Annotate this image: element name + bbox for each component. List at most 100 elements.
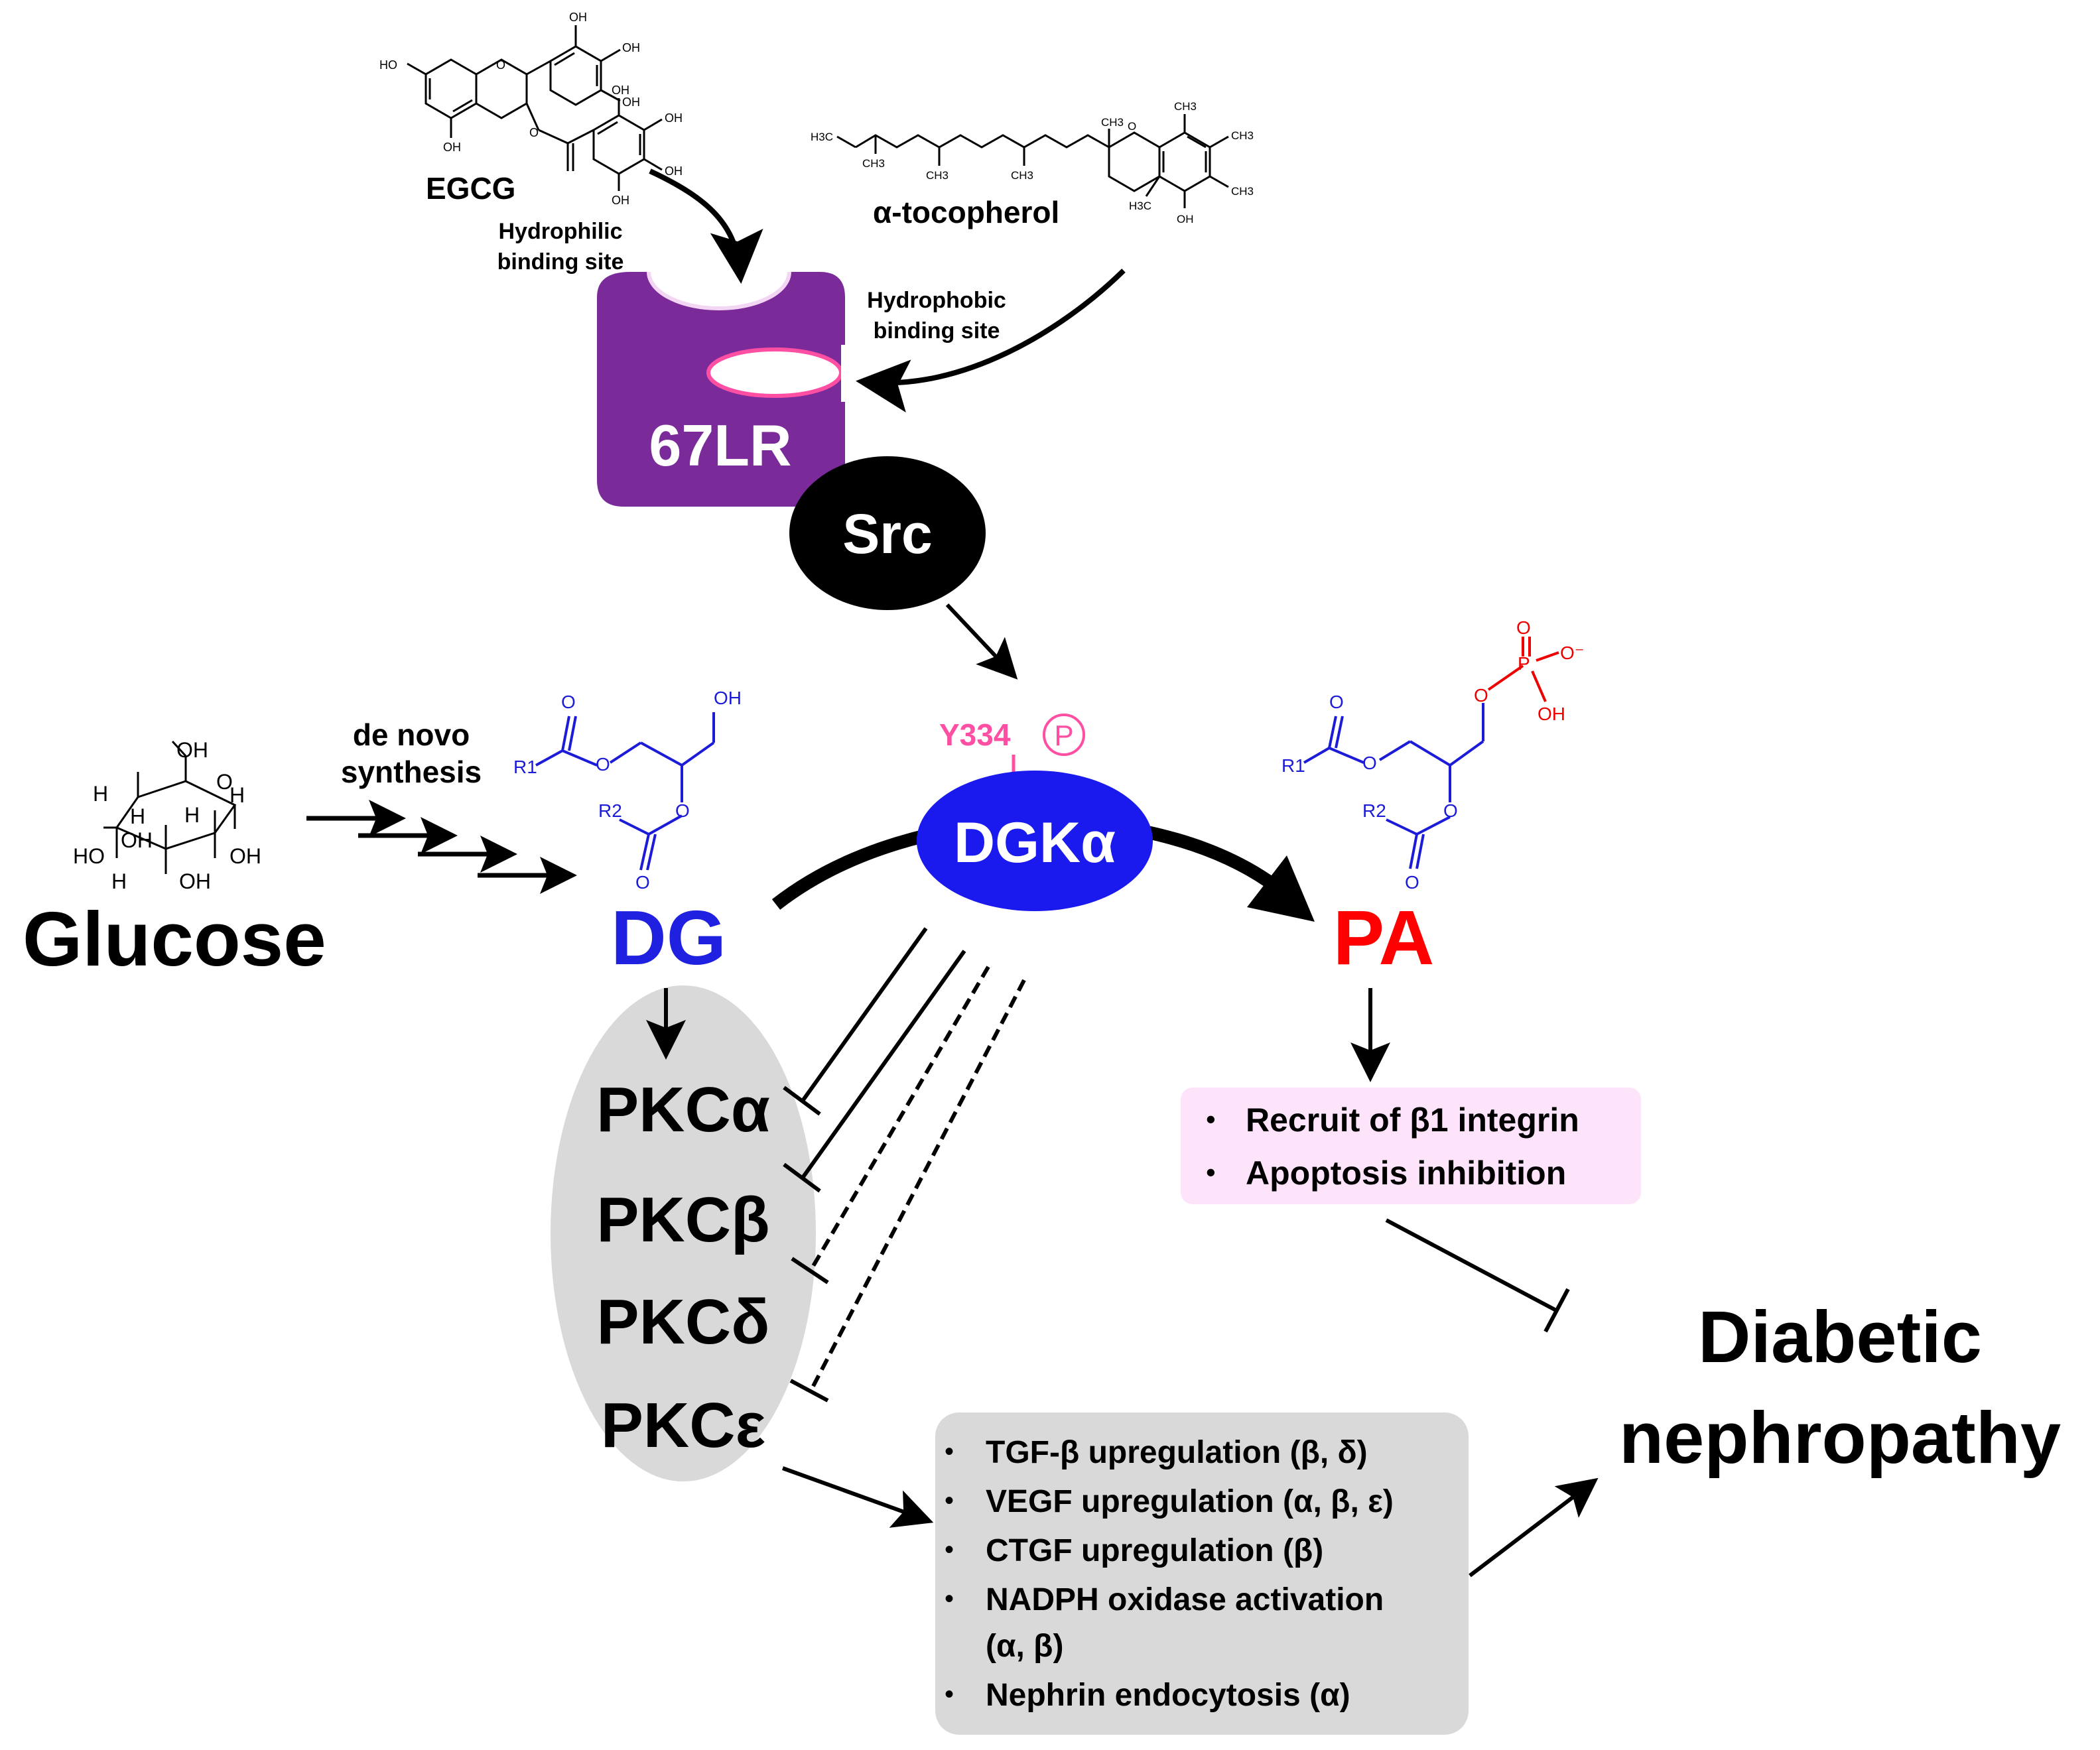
- glucose-label: Glucose: [23, 896, 326, 982]
- svg-text:O: O: [1443, 800, 1458, 821]
- pa-effect-bullet: •: [1206, 1156, 1216, 1188]
- svg-text:O: O: [1516, 617, 1531, 638]
- hydrophobic-site-label: Hydrophobic: [867, 288, 1006, 313]
- svg-text:O: O: [1405, 872, 1419, 893]
- svg-text:R2: R2: [598, 800, 622, 821]
- svg-text:O⁻: O⁻: [1560, 643, 1585, 663]
- svg-text:O: O: [1329, 692, 1344, 712]
- tocopherol-atom-labels: H3C CH3 CH3 CH3 CH3 O CH3 CH3 CH3 H3C OH: [811, 100, 1254, 225]
- receptor-label: 67LR: [649, 412, 791, 478]
- pkc-effect-bullet: •: [945, 1584, 954, 1613]
- svg-text:H: H: [230, 783, 245, 807]
- src-label: Src: [842, 503, 932, 565]
- svg-text:O: O: [1128, 120, 1136, 133]
- pkc-alpha: PKCα: [596, 1074, 770, 1145]
- svg-text:CH3: CH3: [1231, 129, 1254, 142]
- pkc-effect-4: NADPH oxidase activation: [986, 1582, 1384, 1617]
- outcome-label: Diabetic: [1698, 1296, 1982, 1378]
- outcome-label-2: nephropathy: [1619, 1397, 2061, 1479]
- dgk-inhibition-lines: [783, 927, 1026, 1403]
- svg-text:CH3: CH3: [926, 169, 949, 182]
- pkc-effect-bullet: •: [945, 1437, 954, 1466]
- dg-structure: [535, 712, 715, 871]
- svg-text:OH: OH: [622, 41, 640, 54]
- pa-label: PA: [1333, 895, 1435, 981]
- svg-text:H3C: H3C: [1129, 200, 1151, 212]
- svg-text:O: O: [675, 800, 690, 821]
- egcg-arrow: [649, 168, 763, 284]
- svg-text:O: O: [1474, 685, 1488, 706]
- src-to-dgk-arrow: [945, 603, 1018, 680]
- svg-text:O: O: [496, 58, 505, 72]
- dgk-label: DGKα: [954, 811, 1116, 875]
- svg-text:CH3: CH3: [862, 157, 885, 170]
- pkc-effect-2: VEGF upregulation (α, β, ε): [986, 1484, 1394, 1519]
- pa-effect-1: Recruit of β1 integrin: [1246, 1101, 1579, 1139]
- pkc-epsilon: PKCε: [601, 1390, 765, 1461]
- pkc-delta: PKCδ: [597, 1286, 770, 1357]
- pkc-effect-bullet: •: [945, 1680, 954, 1709]
- phospho-site-label: Y334: [939, 718, 1011, 752]
- svg-text:OH: OH: [665, 111, 683, 125]
- phospho-site: Y334 P: [939, 714, 1085, 776]
- svg-text:H3C: H3C: [811, 131, 833, 143]
- svg-text:CH3: CH3: [1101, 116, 1124, 129]
- svg-text:OH: OH: [176, 738, 208, 762]
- pkc-effect-1: TGF-β upregulation (β, δ): [986, 1435, 1368, 1470]
- svg-text:P: P: [1518, 653, 1530, 674]
- svg-text:OH: OH: [714, 688, 742, 708]
- hydrophobic-site-label-2: binding site: [874, 318, 1000, 344]
- svg-text:O: O: [529, 126, 539, 139]
- pa-atom-labels: O O R1 O R2 O O P O O⁻ OH: [1281, 617, 1585, 893]
- pkc-effect-bullet: •: [945, 1486, 954, 1515]
- svg-text:OH: OH: [443, 141, 461, 154]
- pa-effect-2: Apoptosis inhibition: [1246, 1155, 1566, 1192]
- pa-structure: [1303, 703, 1484, 869]
- svg-text:OH: OH: [179, 869, 211, 893]
- hydrophilic-site-label-2: binding site: [497, 249, 624, 275]
- svg-text:OH: OH: [622, 95, 640, 109]
- dg-atom-labels: O O OH R1 O R2 O: [513, 688, 742, 893]
- svg-text:OH: OH: [569, 11, 587, 24]
- phospho-mark: P: [1054, 719, 1073, 752]
- svg-text:O: O: [561, 692, 576, 712]
- svg-text:H: H: [184, 803, 200, 827]
- receptor-67lr: 67LR: [597, 271, 854, 507]
- effects-to-outcome-arrow: [1469, 1477, 1599, 1578]
- svg-text:H: H: [130, 804, 145, 828]
- pa-effect-bullet: •: [1206, 1103, 1216, 1135]
- synthesis-arrows: [306, 800, 577, 894]
- svg-text:O: O: [596, 754, 610, 775]
- pkc-effect-5: Nephrin endocytosis (α): [986, 1678, 1350, 1713]
- svg-text:HO: HO: [73, 844, 105, 868]
- src-node: [789, 456, 986, 610]
- pa-phosphate: [1487, 637, 1559, 702]
- pkc-effects-list: • TGF-β upregulation (β, δ) • VEGF upreg…: [945, 1435, 1394, 1713]
- svg-text:O: O: [635, 872, 650, 893]
- tocopherol-arrow: [856, 269, 1126, 412]
- dgk-node: [917, 771, 1153, 911]
- svg-text:R2: R2: [1362, 800, 1386, 821]
- svg-text:OH: OH: [665, 164, 683, 178]
- pkc-group: [551, 985, 816, 1481]
- svg-text:OH: OH: [612, 194, 629, 207]
- svg-text:OH: OH: [1538, 704, 1565, 724]
- glucose-structure: [103, 740, 237, 874]
- svg-text:HO: HO: [379, 58, 397, 72]
- pa-inhibits-outcome: [1385, 1218, 1570, 1333]
- svg-text:OH: OH: [612, 84, 629, 97]
- glucose-atom-labels: OH O H H H H HO OH OH H OH: [73, 738, 261, 893]
- dg-label: DG: [611, 895, 726, 981]
- egcg-structure: [407, 25, 663, 191]
- svg-text:O: O: [1362, 753, 1377, 773]
- pkc-effect-bullet: •: [945, 1535, 954, 1564]
- svg-text:CH3: CH3: [1174, 100, 1197, 113]
- egcg-label: EGCG: [426, 171, 515, 206]
- pa-effects-box: [1181, 1088, 1641, 1204]
- svg-text:CH3: CH3: [1231, 185, 1254, 198]
- pkc-effect-3: CTGF upregulation (β): [986, 1533, 1323, 1568]
- svg-text:OH: OH: [1177, 213, 1194, 225]
- pkc-beta: PKCβ: [596, 1184, 769, 1255]
- svg-text:H: H: [93, 782, 108, 806]
- synthesis-label: de novo: [353, 718, 470, 752]
